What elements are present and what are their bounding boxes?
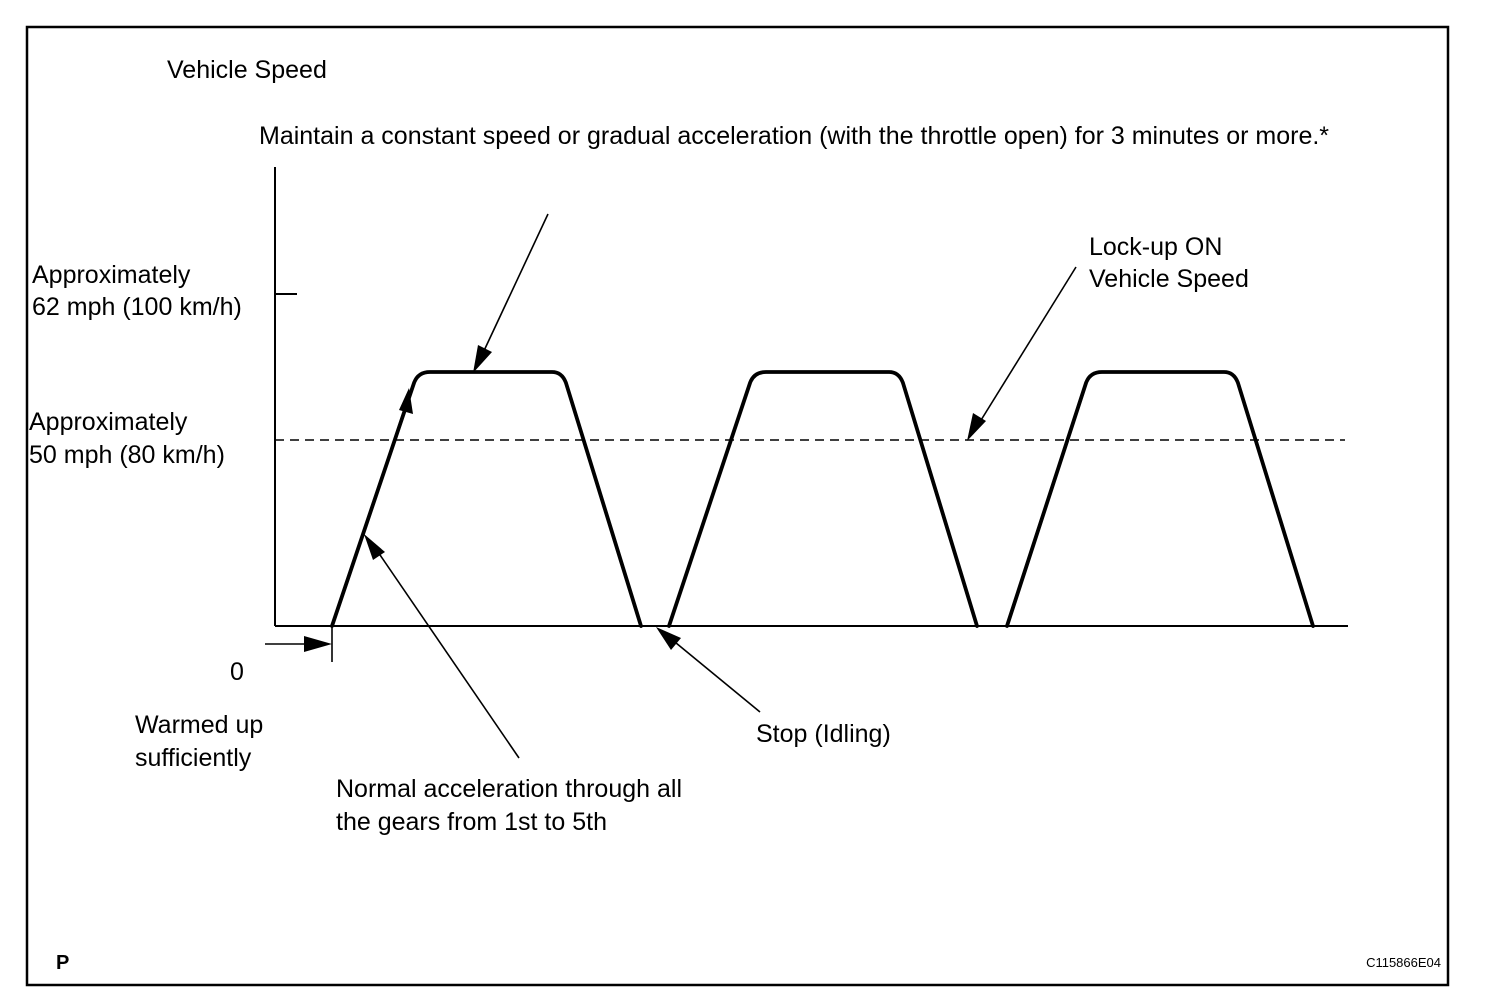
stop-idling-label: Stop (Idling) [756,720,891,748]
warmed-up-line2: sufficiently [135,744,252,772]
figure-code: C115866E04 [1366,955,1441,970]
y-label-62-line2: 62 mph (100 km/h) [32,293,242,321]
figure-frame [25,25,1450,987]
constant-speed-arrow-head [473,345,492,373]
speed-cycle-2 [667,370,979,628]
speed-trace [330,370,1315,628]
normal-accel-line1: Normal acceleration through all [336,775,682,803]
axis-title: Vehicle Speed [167,56,327,84]
warmed-up-line1: Warmed up [135,711,263,739]
y-label-50-line1: Approximately [29,408,188,436]
normal-accel-arrow-shaft [377,551,520,759]
lockup-arrow-head [967,413,986,441]
normal-accel-arrow-head [364,534,385,560]
accel-edge-arrow-head [399,388,413,414]
speed-cycle-3 [1005,370,1315,628]
normal-accel-line2: the gears from 1st to 5th [336,808,607,836]
corner-letter: P [56,952,69,974]
lockup-line2: Vehicle Speed [1089,265,1249,293]
lockup-line1: Lock-up ON [1089,233,1222,261]
lockup-arrow-shaft [977,266,1077,426]
stop-arrow-head [656,627,681,650]
stop-arrow-shaft [669,637,761,713]
y-label-62-line1: Approximately [32,261,191,289]
start-arrow-head [304,636,332,652]
y-label-50-line2: 50 mph (80 km/h) [29,441,225,469]
speed-cycle-1 [330,370,643,628]
zero-label: 0 [230,658,244,686]
instruction-note: Maintain a constant speed or gradual acc… [259,122,1329,150]
constant-speed-arrow-shaft [481,213,549,356]
